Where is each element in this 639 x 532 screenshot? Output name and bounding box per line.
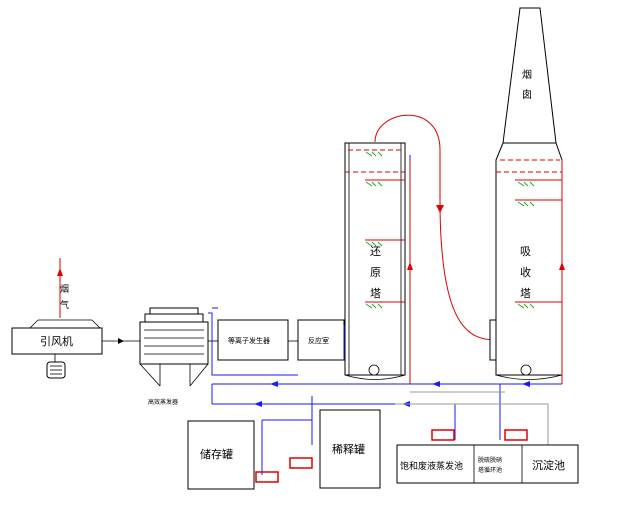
- heat-exchanger-label: 高效蒸发器: [148, 398, 178, 406]
- absorption-tower-body: [496, 143, 562, 375]
- ionizer-label: 等离子发生器: [228, 336, 270, 345]
- heat-exchanger: 高效蒸发器: [140, 308, 208, 406]
- induced-draft-fan: 引风机: [12, 320, 102, 378]
- storage-tank-label: 储存罐: [200, 447, 233, 461]
- fan-label: 引风机: [40, 334, 73, 348]
- flue-gas-inlet: 烟 气: [57, 258, 69, 318]
- dosing-pool-label-2: 塔循环池: [478, 466, 502, 474]
- reduction-tower-label-1: 还: [370, 245, 381, 258]
- reduction-tower-label-2: 原: [370, 266, 381, 279]
- flue-gas-label-2: 气: [60, 299, 69, 311]
- absorption-tower-label-3: 塔: [520, 287, 531, 300]
- reduction-tower-label-3: 塔: [370, 287, 381, 300]
- dosing-pool-label-1: 脱硫脱硝: [478, 456, 502, 464]
- absorption-tower-label-1: 吸: [520, 245, 531, 258]
- reactor-label: 反应室: [308, 336, 329, 345]
- reduction-tower-body: [345, 143, 405, 375]
- chimney-label-1: 烟: [522, 68, 532, 81]
- absorption-tower-label-2: 收: [520, 265, 531, 279]
- reduction-tower: 还 原 塔: [345, 143, 413, 384]
- sediment-pool-label: 沉淀池: [532, 458, 565, 472]
- absorption-tower: 烟 囱 吸 收 塔: [490, 8, 565, 384]
- saturated-evap-pool-label: 饱和废液蒸发池: [400, 460, 463, 472]
- chimney-label-2: 囱: [522, 88, 532, 101]
- flue-gas-label-1: 烟: [60, 283, 69, 295]
- dilution-tank-label: 稀释罐: [332, 443, 365, 456]
